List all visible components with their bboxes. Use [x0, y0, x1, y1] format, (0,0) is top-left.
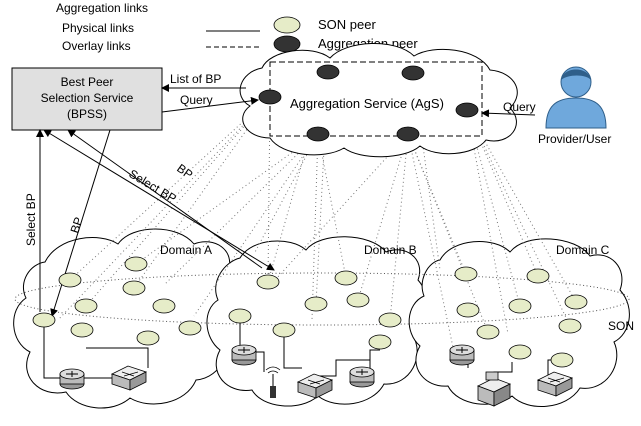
- aggregation-peer: [306, 126, 330, 142]
- son-peer: [476, 324, 500, 340]
- son-peer: [136, 330, 160, 346]
- son-peer: [124, 256, 148, 272]
- son-peer: [228, 308, 252, 324]
- aggregation-peer: [401, 65, 425, 81]
- legend-physical-links-label: Physical links: [62, 21, 134, 35]
- legend-aggregation-links-label: Aggregation links: [56, 1, 148, 15]
- aggregation-peer: [258, 89, 282, 105]
- domain-c-label: Domain C: [556, 243, 610, 257]
- wireless-antenna-icon: [265, 366, 281, 398]
- router-icon: [349, 366, 375, 388]
- select-bp-left-label: Select BP: [24, 193, 38, 246]
- domain-a-label: Domain A: [160, 243, 212, 257]
- aggregation-peer: [396, 126, 420, 142]
- switch-icon: [110, 365, 148, 391]
- son-peers: [32, 256, 588, 368]
- domain-b-label: Domain B: [364, 243, 417, 257]
- router-icon: [231, 344, 257, 366]
- query-bpss-label: Query: [180, 93, 213, 107]
- select-bp-mid-arrow: [43, 129, 275, 271]
- router-icon: [59, 368, 85, 390]
- legend-son-peer-icon: [273, 16, 301, 34]
- son-peer: [122, 280, 146, 296]
- bpss-line3: (BPSS): [67, 107, 107, 121]
- son-peer: [456, 302, 480, 318]
- son-peer: [454, 266, 478, 282]
- bp-left-label: BP: [68, 215, 86, 235]
- son-peer: [550, 352, 574, 368]
- son-peer: [256, 274, 280, 290]
- son-peer: [70, 322, 94, 338]
- legend-overlay-links-label: Overlay links: [62, 39, 131, 53]
- query-user-label: Query: [503, 100, 536, 114]
- provider-user-icon: [545, 66, 607, 129]
- son-peer: [558, 318, 582, 334]
- son-peer: [346, 292, 370, 308]
- user-query-arrow: [481, 109, 536, 118]
- router-icon: [449, 344, 475, 366]
- switch-icon: [536, 371, 574, 397]
- list-of-bp-label: List of BP: [170, 72, 221, 86]
- son-peer: [272, 322, 296, 338]
- legend-son-peer-label: SON peer: [318, 17, 376, 32]
- bpss-line2: Selection Service: [41, 91, 134, 105]
- provider-user-label: Provider/User: [538, 132, 611, 146]
- aggregation-peer: [316, 64, 340, 80]
- aggregation-peer: [455, 102, 479, 118]
- domain-c-cloud: [408, 238, 630, 407]
- query-to-ags-arrow: [161, 96, 259, 113]
- son-overlay-ring: [14, 272, 630, 326]
- son-peer: [334, 270, 358, 286]
- son-peer: [526, 268, 550, 284]
- bp-mid-arrow: [67, 129, 263, 269]
- son-peer: [378, 312, 402, 328]
- son-peer: [304, 296, 328, 312]
- son-peer: [564, 294, 588, 310]
- server-icon: [477, 371, 511, 407]
- son-peer: [152, 298, 176, 314]
- switch-icon: [296, 373, 334, 399]
- son-peer: [32, 312, 56, 328]
- aggregation-peers: [258, 64, 479, 142]
- son-peer: [58, 272, 82, 288]
- son-peer: [508, 344, 532, 360]
- son-peer: [74, 298, 98, 314]
- bpss-box: [11, 67, 163, 131]
- son-label: SON: [608, 319, 634, 333]
- legend-aggregation-peer-icon: [273, 35, 301, 53]
- son-peer: [508, 298, 532, 314]
- aggregation-service-label: Aggregation Service (AgS): [290, 96, 444, 111]
- select-bp-mid-label: Select BP: [126, 167, 178, 206]
- son-peer: [178, 320, 202, 336]
- son-peer: [368, 334, 392, 350]
- bpss-line1: Best Peer: [61, 75, 114, 89]
